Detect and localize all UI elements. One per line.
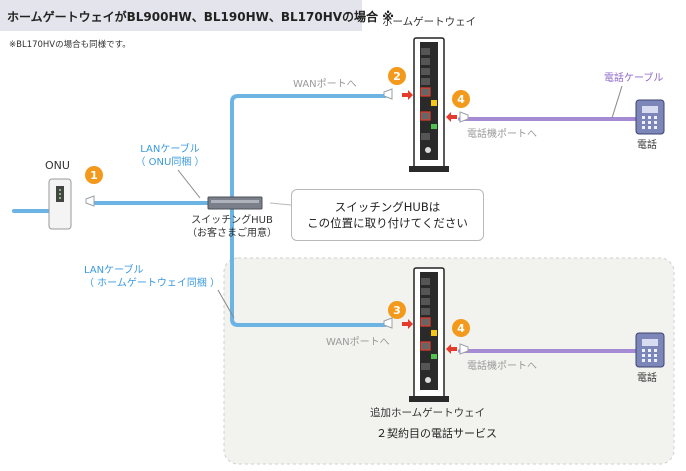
lan-cable-onu-line2: （ ONU同梱 ）: [135, 157, 205, 168]
switching-hub-label: スイッチングHUB （お客さまご用意）: [182, 214, 282, 240]
second-contract-title: ２契約目の電話サービス: [376, 427, 497, 440]
lan-gateway-leader: [217, 289, 235, 319]
plug-icon: [459, 343, 469, 355]
gateway-bottom-device: [409, 267, 449, 402]
hub-placement-callout: スイッチングHUBは この位置に取り付けてください: [291, 189, 484, 241]
gateway-bottom-label: 追加ホームゲートウェイ: [370, 407, 486, 419]
second-contract-region: [223, 257, 675, 465]
phone-cables: [458, 117, 638, 353]
plug-icon: [383, 317, 393, 329]
switching-hub-device: [207, 196, 263, 210]
step-badge-2: [388, 67, 406, 85]
callout-line2: この位置に取り付けてください: [307, 216, 468, 230]
lan-cable-gateway-label: LANケーブル （ ホームゲートウェイ同梱 ）: [84, 264, 220, 290]
header-bar: ホームゲートウェイがBL900HW、BL190HW、BL170HVの場合 ※: [0, 0, 394, 31]
lan-cable-onu-line1: LANケーブル: [140, 144, 200, 155]
plug-icon: [85, 195, 95, 207]
switching-hub-label-line1: スイッチングHUB: [191, 215, 273, 226]
switching-hub-label-line2: （お客さまご用意）: [187, 228, 277, 239]
hub-to-gateway-top-cable: [230, 94, 387, 200]
lan-cable-onu-label: LANケーブル （ ONU同梱 ）: [125, 143, 215, 169]
gateway-top-device: [409, 37, 449, 172]
page-title: ホームゲートウェイがBL900HW、BL190HW、BL170HVの場合 ※: [7, 10, 394, 24]
callout-pointer-1: [269, 202, 292, 206]
wan-port-bottom-label: WANポートへ: [326, 337, 390, 348]
lan-cable-gateway-line2: （ ホームゲートウェイ同梱 ）: [84, 278, 221, 289]
step-badge-3-text: 3: [393, 304, 401, 317]
wan-port-top-label: WANポートへ: [293, 79, 357, 90]
onu-device: [48, 178, 72, 230]
red-arrows: [402, 90, 457, 354]
phone-cable-label: 電話ケーブル: [604, 73, 664, 84]
step-badge-4-top-text: 4: [457, 93, 465, 106]
phone-top-device: [635, 99, 665, 135]
phone-port-bottom-label: 電話機ポートへ: [467, 361, 537, 372]
step-badge-1: [85, 166, 103, 184]
lan-onu-leader: [177, 169, 201, 199]
callout-line1: スイッチングHUBは: [334, 200, 441, 214]
leader-lines: [177, 85, 623, 319]
model-note: ※BL170HVの場合も同様です。: [9, 40, 131, 50]
phone-top-label: 電話: [637, 140, 657, 151]
plug-icon: [383, 88, 393, 100]
onu-label: ONU: [45, 159, 70, 172]
step-badge-4-bottom: [452, 319, 470, 337]
step-badge-2-text: 2: [393, 70, 401, 83]
step-badge-4-bottom-text: 4: [457, 322, 465, 335]
plug-icon: [459, 111, 469, 123]
arrow-left-icon: [446, 344, 457, 354]
plug-icons: [85, 88, 469, 355]
phone-bottom-label: 電話: [637, 373, 657, 384]
arrow-right-icon: [402, 90, 413, 100]
gateway-top-label: ホームゲートウェイ: [382, 16, 477, 28]
phone-port-top-label: 電話機ポートへ: [467, 129, 537, 140]
hub-to-gateway-bottom-cable: [230, 208, 387, 327]
step-badge-1-text: 1: [90, 169, 98, 182]
phone-bottom-device: [635, 332, 665, 368]
step-badge-4-top: [452, 90, 470, 108]
arrow-left-icon: [446, 112, 457, 122]
step-badges: 1 2 3 4 4: [85, 67, 470, 337]
lan-cable-gateway-line1: LANケーブル: [84, 265, 144, 276]
arrow-right-icon: [402, 319, 413, 329]
step-badge-3: [388, 301, 406, 319]
phone-cable-leader: [611, 85, 623, 119]
